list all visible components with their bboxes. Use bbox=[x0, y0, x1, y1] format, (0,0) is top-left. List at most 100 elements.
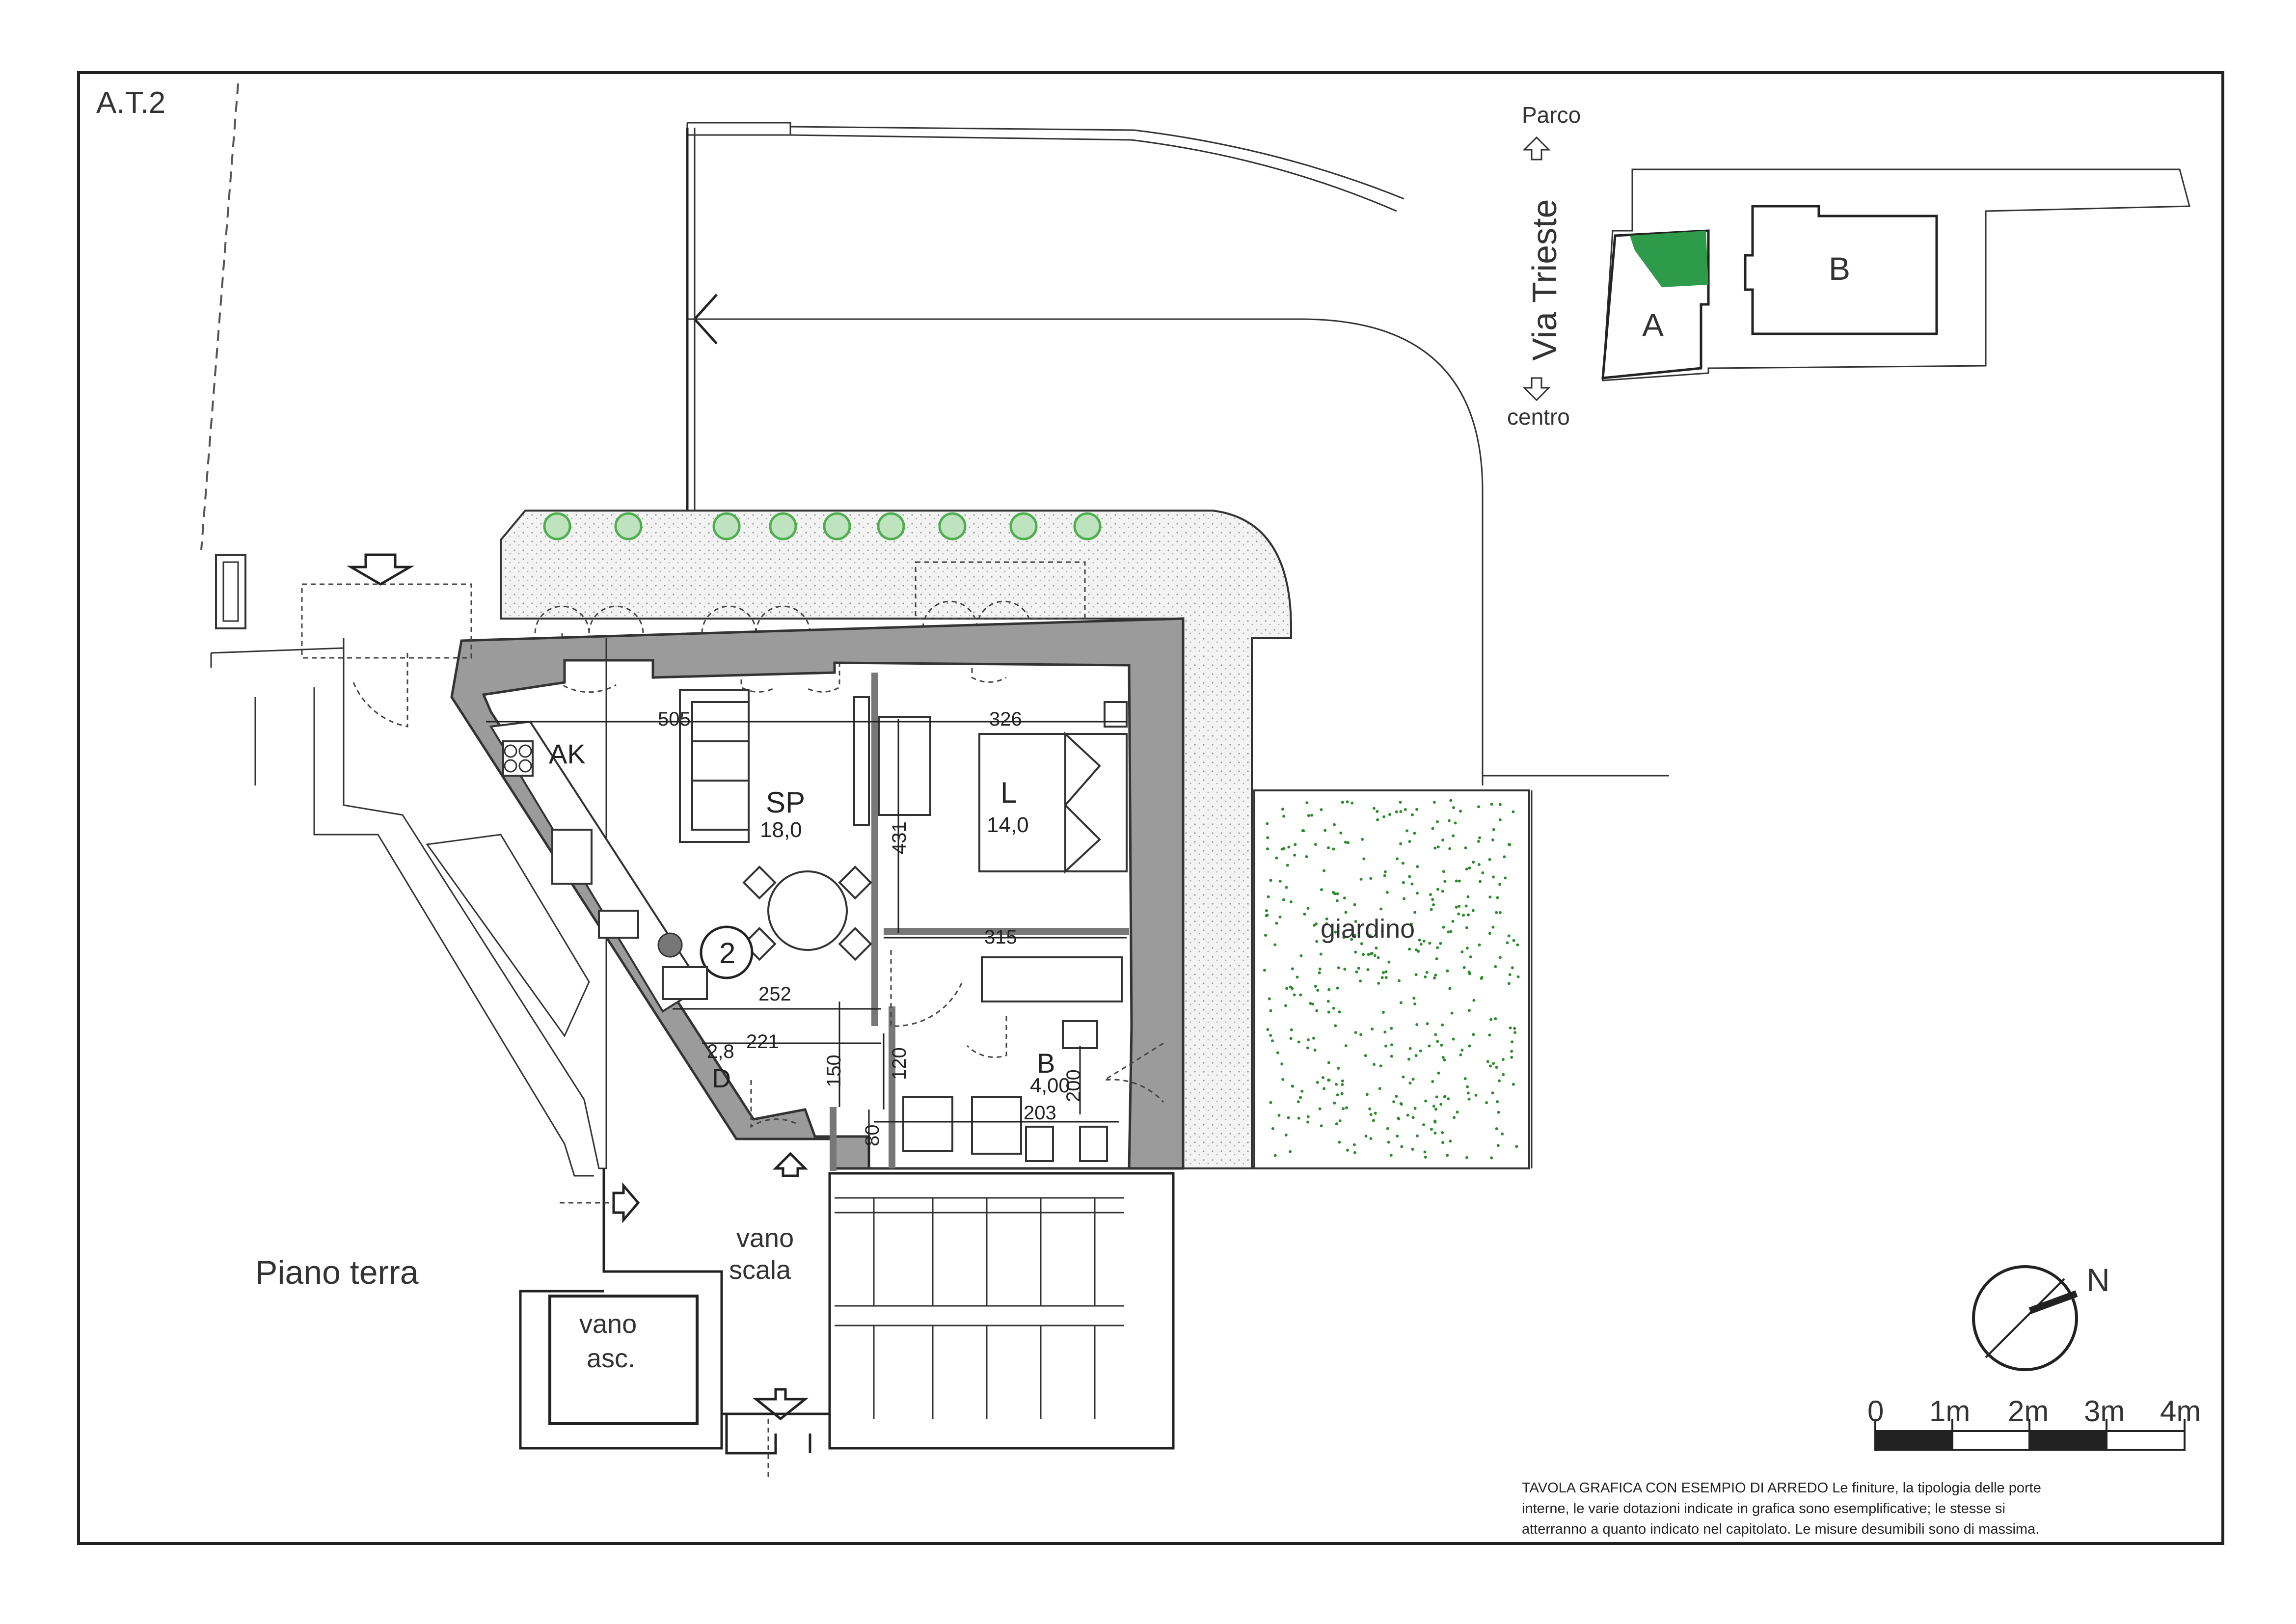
garden-dot bbox=[1406, 1113, 1409, 1117]
garden-dot bbox=[1342, 1107, 1345, 1110]
elevator-label-2: asc. bbox=[587, 1344, 635, 1373]
garden-dot bbox=[1469, 955, 1472, 959]
garden-dot bbox=[1477, 863, 1481, 866]
garden-dot bbox=[1460, 1049, 1464, 1052]
garden-dot bbox=[1466, 1091, 1470, 1095]
garden-dot bbox=[1373, 1063, 1376, 1066]
garden-dot bbox=[1456, 1110, 1459, 1114]
garden-dot bbox=[1467, 913, 1470, 917]
garden-dot bbox=[1400, 1103, 1403, 1106]
garden-dot bbox=[1368, 1107, 1372, 1110]
garden-dot bbox=[1306, 1115, 1310, 1118]
garden-dot bbox=[1373, 954, 1377, 957]
garden-dot bbox=[1418, 938, 1421, 942]
garden-dot bbox=[1435, 1095, 1438, 1099]
garden-dot bbox=[1496, 1100, 1499, 1104]
garden-dot bbox=[1293, 993, 1296, 997]
bath-area: 4,00 bbox=[1030, 1074, 1070, 1097]
garden-dot bbox=[1378, 1087, 1381, 1090]
window-swings bbox=[534, 561, 1086, 693]
garden-dot bbox=[1333, 823, 1336, 826]
garden-dot bbox=[1355, 970, 1358, 974]
north-arrow: N bbox=[1972, 1262, 2110, 1371]
garden-label: giardino bbox=[1321, 914, 1415, 944]
garden-dot bbox=[1289, 1037, 1293, 1040]
garden-dot bbox=[1390, 1027, 1393, 1030]
garden-dot bbox=[1436, 1040, 1439, 1043]
garden-dot bbox=[1494, 965, 1497, 968]
garden-dot bbox=[1492, 1062, 1495, 1065]
garden-dot bbox=[1429, 893, 1432, 896]
garden-dot bbox=[1316, 1081, 1319, 1084]
garden-dot bbox=[1447, 1097, 1450, 1101]
garden-dot bbox=[1338, 1140, 1341, 1144]
dim-252: 252 bbox=[758, 983, 791, 1005]
entrance-corridor bbox=[313, 638, 607, 1177]
garden-dot bbox=[1341, 1079, 1344, 1083]
garden-dot bbox=[1327, 1010, 1330, 1014]
garden-dot bbox=[1337, 966, 1340, 970]
garden-dot bbox=[1345, 1106, 1349, 1110]
stair-core bbox=[828, 1172, 1175, 1450]
garden-dot bbox=[1455, 905, 1458, 909]
top-fence bbox=[686, 122, 791, 136]
garden-dot bbox=[1299, 993, 1302, 997]
garden-dot bbox=[1269, 879, 1272, 882]
garden-dot bbox=[1376, 818, 1379, 821]
garden-dot bbox=[1338, 1010, 1341, 1014]
garden-dot bbox=[1512, 939, 1515, 942]
tv-unit bbox=[853, 696, 870, 826]
living-room-area: 18,0 bbox=[760, 818, 802, 842]
garden-dot bbox=[1267, 895, 1270, 898]
garden-dot bbox=[1464, 846, 1467, 850]
garden-dot bbox=[1336, 1093, 1339, 1097]
garden-dot bbox=[1370, 951, 1374, 955]
garden-dot bbox=[1282, 898, 1285, 901]
stair-label-2: scala bbox=[729, 1255, 791, 1285]
garden-dot bbox=[1306, 907, 1310, 910]
dim-326: 326 bbox=[989, 708, 1022, 730]
garden-dot bbox=[1434, 974, 1437, 977]
garden-dot bbox=[1412, 997, 1416, 1000]
key-plan-north-dir: Parco bbox=[1522, 102, 1581, 128]
garden-dot bbox=[1472, 861, 1475, 864]
garden-dot bbox=[1265, 909, 1268, 912]
garden-dot bbox=[1431, 827, 1434, 830]
garden-dot bbox=[1414, 948, 1418, 951]
garden-dot bbox=[1415, 892, 1419, 895]
garden-dot bbox=[1488, 1033, 1491, 1037]
kitchen-label: AK bbox=[549, 738, 586, 769]
garden-dot bbox=[1399, 810, 1403, 813]
garden-dot bbox=[1266, 822, 1269, 825]
garden-dot bbox=[1369, 877, 1373, 880]
garden-dot bbox=[1360, 942, 1363, 946]
wardrobe bbox=[878, 716, 931, 816]
garden-dot bbox=[1312, 1036, 1315, 1040]
garden-dot bbox=[1380, 929, 1384, 933]
floor-label: Piano terra bbox=[255, 1254, 419, 1291]
garden-dot bbox=[1310, 813, 1314, 817]
garden-dot bbox=[1441, 839, 1445, 842]
elevator-label-1: vano bbox=[579, 1309, 637, 1339]
garden-dot bbox=[1297, 1040, 1300, 1044]
garden-dot bbox=[1381, 1011, 1385, 1014]
note-line-3: atterranno a quanto indicato nel capitol… bbox=[1522, 1521, 2039, 1537]
garden-dot bbox=[1297, 1100, 1300, 1104]
sheet-frame bbox=[77, 71, 2224, 1545]
garden-dot bbox=[1496, 1144, 1500, 1147]
garden-dot bbox=[1269, 1101, 1272, 1104]
garden-dot bbox=[1410, 922, 1413, 926]
garden-dot bbox=[1451, 920, 1455, 923]
garden-dot bbox=[1333, 1101, 1336, 1105]
scale-tick-2: 2m bbox=[2008, 1395, 2049, 1428]
garden-dot bbox=[1284, 1004, 1287, 1007]
garden-dot bbox=[1449, 799, 1453, 802]
garden-dot bbox=[1513, 1031, 1516, 1034]
garden-dot bbox=[1477, 839, 1480, 843]
garden-dot bbox=[1459, 1053, 1462, 1056]
garden-dot bbox=[1311, 1002, 1314, 1006]
garden-dot bbox=[1273, 1154, 1277, 1157]
garden-dot bbox=[1413, 1002, 1417, 1005]
disclaimer-note: TAVOLA GRAFICA CON ESEMPIO DI ARREDO Le … bbox=[1522, 1480, 2041, 1537]
garden-dot bbox=[1496, 896, 1499, 899]
